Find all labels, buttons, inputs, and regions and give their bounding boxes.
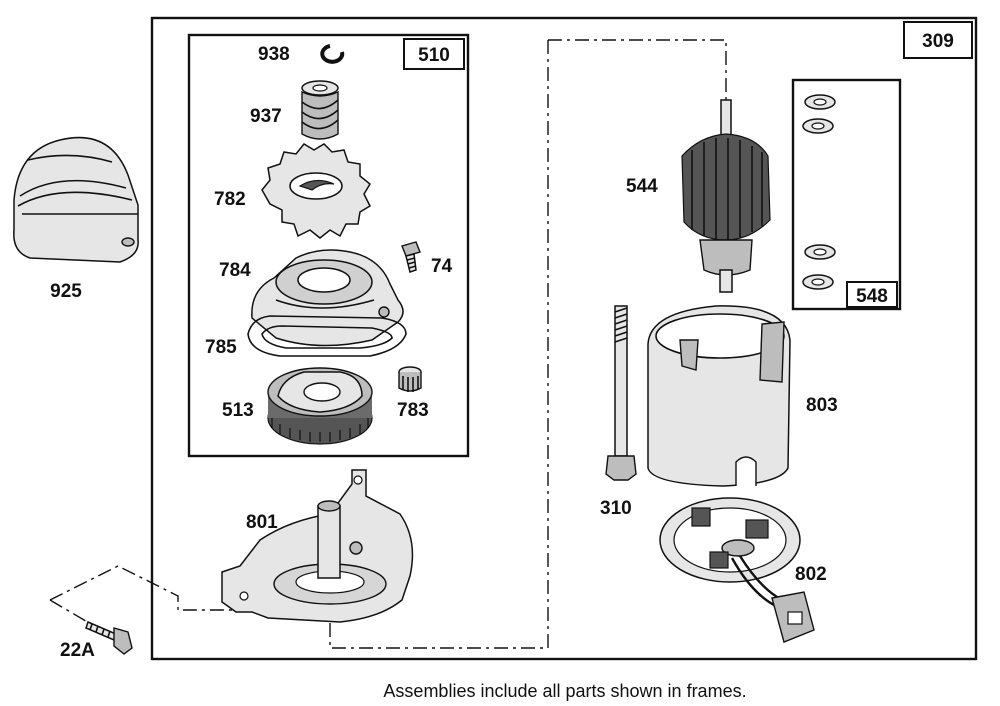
part-label-925: 925 — [50, 281, 82, 302]
part-label-783: 783 — [397, 400, 429, 421]
spring-937 — [301, 80, 339, 140]
assembly-line-motor — [329, 39, 727, 649]
part-label-310: 310 — [600, 498, 632, 519]
frame-548 — [791, 78, 902, 311]
screw-74 — [401, 241, 421, 273]
gasket-785 — [247, 315, 407, 357]
cover-925 — [13, 136, 139, 263]
retaining-ring-938 — [320, 44, 345, 64]
part-label-74: 74 — [431, 256, 453, 277]
frame-510-tag — [403, 38, 465, 70]
washers-548 — [802, 94, 836, 290]
part-label-544: 544 — [626, 176, 658, 197]
pinion-783 — [398, 366, 422, 392]
part-label-513: 513 — [222, 400, 254, 421]
drive-housing-801 — [221, 469, 414, 623]
frame-548-label: 548 — [856, 286, 888, 307]
frame-309-tag — [903, 21, 973, 59]
part-label-937: 937 — [250, 106, 282, 127]
assembly-line-bolt — [49, 565, 250, 641]
frame-309-label: 309 — [922, 31, 954, 52]
bolt-22a — [85, 620, 133, 655]
housing-784 — [251, 249, 404, 347]
through-bolt-310 — [605, 305, 637, 481]
ring-gear-513 — [267, 367, 373, 445]
part-label-784: 784 — [219, 260, 251, 281]
frame-548-tag — [846, 281, 898, 308]
part-label-22a: 22A — [60, 640, 95, 661]
frame-309 — [150, 16, 978, 661]
part-label-785: 785 — [205, 337, 237, 358]
frame-510 — [187, 33, 470, 458]
motor-housing-803 — [647, 305, 791, 487]
diagram-caption: Assemblies include all parts shown in fr… — [383, 681, 746, 701]
part-label-802: 802 — [795, 564, 827, 585]
frame-510-label: 510 — [418, 45, 450, 66]
part-label-803: 803 — [806, 395, 838, 416]
armature-544 — [681, 99, 771, 293]
part-label-938: 938 — [258, 44, 290, 65]
brush-plate-802 — [659, 497, 815, 643]
part-label-782: 782 — [214, 189, 246, 210]
gear-782 — [261, 143, 371, 239]
part-label-801: 801 — [246, 512, 278, 533]
